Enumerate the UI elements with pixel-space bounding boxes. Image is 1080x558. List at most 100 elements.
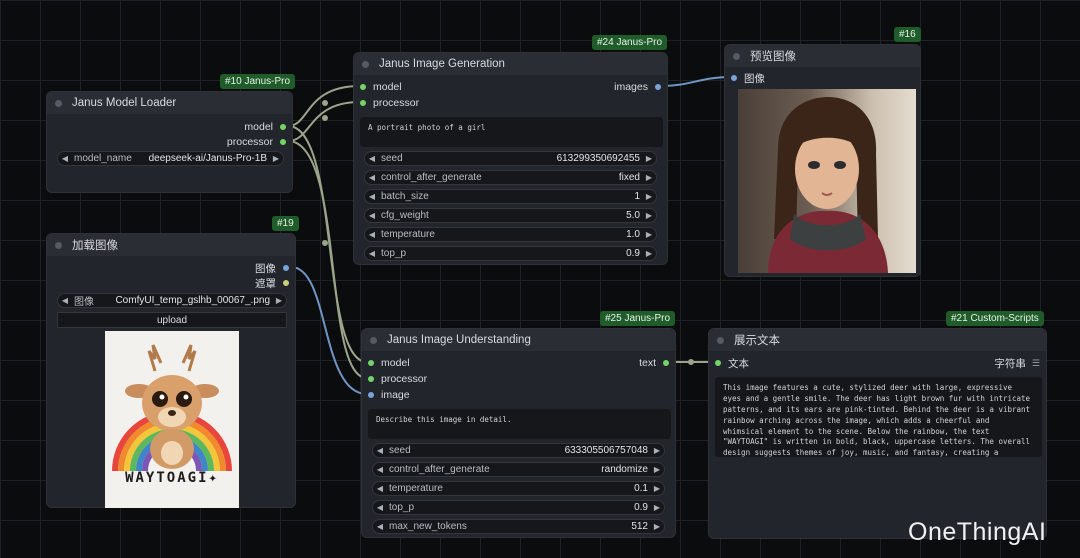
janus-model-loader-node[interactable]: Janus Model Loader model processor ◀ mod… bbox=[46, 91, 293, 193]
janus-image-generation-node[interactable]: Janus Image Generation model processor i… bbox=[353, 52, 668, 265]
arrow-left-icon[interactable]: ◀ bbox=[368, 249, 376, 258]
node-header[interactable]: Janus Image Understanding bbox=[362, 329, 675, 351]
output-processor[interactable]: processor bbox=[227, 134, 286, 150]
preview-badge: #16 bbox=[894, 27, 921, 42]
collapse-dot-icon[interactable] bbox=[55, 99, 62, 107]
arrow-left-icon[interactable]: ◀ bbox=[368, 211, 376, 220]
arrow-left-icon[interactable]: ◀ bbox=[376, 465, 384, 474]
arrow-right-icon[interactable]: ▶ bbox=[645, 154, 653, 163]
input-processor[interactable]: processor bbox=[360, 95, 419, 111]
arrow-right-icon[interactable]: ▶ bbox=[653, 484, 661, 493]
collapse-dot-icon[interactable] bbox=[370, 336, 377, 344]
output-model[interactable]: model bbox=[244, 119, 286, 135]
input-image[interactable]: image bbox=[368, 387, 410, 403]
arrow-left-icon[interactable]: ◀ bbox=[376, 503, 384, 512]
arrow-left-icon[interactable]: ◀ bbox=[61, 154, 69, 163]
output-image[interactable]: 图像 bbox=[255, 260, 289, 276]
show-text-badge: #21 Custom-Scripts bbox=[946, 311, 1044, 326]
node-header[interactable]: 预览图像 bbox=[725, 45, 920, 67]
node-title: 展示文本 bbox=[734, 335, 780, 347]
arrow-left-icon[interactable]: ◀ bbox=[376, 522, 384, 531]
collapse-dot-icon[interactable] bbox=[362, 60, 369, 68]
image-file-combo[interactable]: ◀ 图像 ComfyUI_temp_gslhb_00067_.png ▶ bbox=[57, 293, 287, 308]
output-text[interactable]: text bbox=[639, 355, 669, 371]
arrow-left-icon[interactable]: ◀ bbox=[368, 173, 376, 182]
arrow-right-icon[interactable]: ▶ bbox=[653, 522, 661, 531]
girl-portrait-illustration bbox=[768, 97, 888, 273]
arrow-right-icon[interactable]: ▶ bbox=[653, 446, 661, 455]
input-port-icon[interactable] bbox=[360, 100, 366, 106]
input-port-icon[interactable] bbox=[368, 376, 374, 382]
arrow-right-icon[interactable]: ▶ bbox=[653, 465, 661, 474]
model-name-combo[interactable]: ◀ model_name deepseek-ai/Janus-Pro-1B ▶ bbox=[57, 151, 284, 166]
preview-image-node[interactable]: 预览图像 图像 bbox=[724, 44, 921, 277]
list-output-icon[interactable]: ☰ bbox=[1031, 357, 1040, 368]
output-port-icon[interactable] bbox=[283, 265, 289, 271]
watermark-text: OneThingAI bbox=[908, 518, 1047, 546]
input-port-icon[interactable] bbox=[360, 84, 366, 90]
node-title: Janus Model Loader bbox=[72, 97, 177, 109]
input-text[interactable]: 文本 bbox=[715, 355, 749, 371]
arrow-left-icon[interactable]: ◀ bbox=[368, 192, 376, 201]
node-header[interactable]: 展示文本 bbox=[709, 329, 1046, 351]
prompt-textarea[interactable]: A portrait photo of a girl bbox=[360, 117, 663, 147]
preview-caption-text: WAYTOAGI✦ bbox=[125, 470, 219, 486]
node-header[interactable]: 加载图像 bbox=[47, 234, 295, 256]
collapse-dot-icon[interactable] bbox=[717, 336, 724, 344]
show-text-node[interactable]: 展示文本 文本 字符串☰ This image features a cute,… bbox=[708, 328, 1047, 539]
arrow-right-icon[interactable]: ▶ bbox=[645, 173, 653, 182]
arrow-left-icon[interactable]: ◀ bbox=[368, 230, 376, 239]
arrow-right-icon[interactable]: ▶ bbox=[272, 154, 280, 163]
loaded-image-preview: WAYTOAGI✦ bbox=[105, 331, 239, 508]
input-port-icon[interactable] bbox=[731, 75, 737, 81]
arrow-right-icon[interactable]: ▶ bbox=[645, 211, 653, 220]
loader-badge: #10 Janus-Pro bbox=[220, 74, 296, 89]
output-port-icon[interactable] bbox=[280, 139, 286, 145]
node-header[interactable]: Janus Image Generation bbox=[354, 53, 667, 75]
arrow-right-icon[interactable]: ▶ bbox=[653, 503, 661, 512]
load-image-node[interactable]: 加载图像 图像 遮罩 ◀ 图像 ComfyUI_temp_gslhb_00067… bbox=[46, 233, 296, 508]
node-header[interactable]: Janus Model Loader bbox=[47, 92, 292, 114]
arrow-left-icon[interactable]: ◀ bbox=[368, 154, 376, 163]
question-textarea[interactable]: Describe this image in detail. bbox=[368, 409, 671, 439]
arrow-right-icon[interactable]: ▶ bbox=[645, 249, 653, 258]
arrow-right-icon[interactable]: ▶ bbox=[645, 230, 653, 239]
input-model[interactable]: model bbox=[360, 79, 402, 95]
text-display[interactable]: This image features a cute, stylized dee… bbox=[715, 377, 1042, 457]
arrow-right-icon[interactable]: ▶ bbox=[645, 192, 653, 201]
janus-image-understanding-node[interactable]: Janus Image Understanding model processo… bbox=[361, 328, 676, 538]
arrow-left-icon[interactable]: ◀ bbox=[61, 296, 69, 305]
output-port-icon[interactable] bbox=[663, 360, 669, 366]
input-port-icon[interactable] bbox=[715, 360, 721, 366]
output-port-icon[interactable] bbox=[280, 124, 286, 130]
input-images[interactable]: 图像 bbox=[731, 70, 765, 86]
output-images[interactable]: images bbox=[614, 79, 661, 95]
arrow-left-icon[interactable]: ◀ bbox=[376, 484, 384, 493]
input-model[interactable]: model bbox=[368, 355, 410, 371]
node-title: 预览图像 bbox=[750, 51, 796, 63]
arrow-left-icon[interactable]: ◀ bbox=[376, 446, 384, 455]
output-port-icon[interactable] bbox=[655, 84, 661, 90]
upload-button[interactable]: upload bbox=[57, 312, 287, 328]
output-mask[interactable]: 遮罩 bbox=[255, 275, 289, 291]
arrow-right-icon[interactable]: ▶ bbox=[275, 296, 283, 305]
collapse-dot-icon[interactable] bbox=[733, 52, 740, 60]
input-processor[interactable]: processor bbox=[368, 371, 427, 387]
input-port-icon[interactable] bbox=[368, 360, 374, 366]
output-port-icon[interactable] bbox=[283, 280, 289, 286]
input-port-icon[interactable] bbox=[368, 392, 374, 398]
generated-portrait-image bbox=[738, 89, 916, 273]
collapse-dot-icon[interactable] bbox=[55, 241, 62, 249]
output-string[interactable]: 字符串☰ bbox=[994, 357, 1040, 370]
